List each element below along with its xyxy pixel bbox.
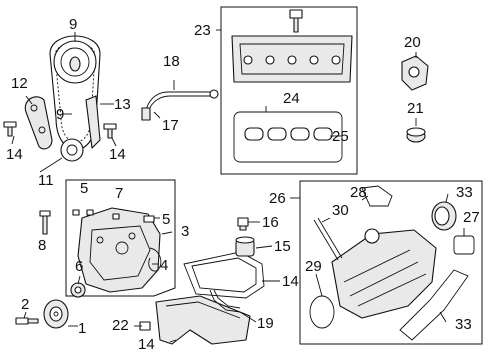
oil-filter-17	[235, 236, 255, 257]
callout-4: 4	[160, 257, 169, 274]
leader-lines	[11, 29, 465, 343]
valve-cover-gasket-26-27	[233, 111, 343, 163]
gasket-29	[453, 235, 475, 255]
pan-gasket-16	[183, 251, 265, 299]
callout-19: 17	[162, 117, 179, 134]
callout-27: 25	[332, 128, 349, 145]
callout-13: 13	[114, 96, 131, 113]
callout-23: 21	[407, 100, 424, 117]
bolt-2	[15, 317, 39, 325]
gasket-30	[361, 185, 393, 207]
callout-7: 7	[115, 185, 124, 202]
pcv-valve	[289, 9, 303, 33]
pickup-tube-21	[209, 289, 241, 313]
callout-22: 20	[404, 34, 421, 51]
bolt-14-right	[103, 123, 117, 139]
bolt-8	[39, 210, 51, 235]
group-box-28	[299, 180, 483, 345]
bolt-14-left	[3, 121, 17, 137]
dowels-5	[72, 209, 120, 220]
valve-cover-25	[231, 35, 353, 83]
chain-guide	[85, 95, 101, 149]
callout-31: 29	[305, 258, 322, 275]
gasket-4	[148, 247, 162, 272]
callout-10: 9	[69, 16, 78, 33]
callout-33-top: 33	[456, 184, 473, 201]
callout-24: 22	[112, 317, 129, 334]
drain-plug-18	[237, 217, 249, 231]
callout-26: 24	[283, 90, 300, 107]
callout-29: 27	[463, 209, 480, 226]
callout-20: 18	[163, 53, 180, 70]
callout-1: 1	[78, 320, 87, 337]
oil-pan-15	[155, 295, 251, 345]
callout-6: 6	[75, 258, 84, 275]
crankshaft-sprocket	[60, 138, 84, 162]
callout-30: 28	[350, 184, 367, 201]
camshaft-sprocket	[53, 40, 97, 84]
callout-28: 26	[269, 190, 286, 207]
gasket-31	[309, 295, 335, 329]
callout-14-right: 14	[109, 146, 126, 163]
throttle-body-33	[431, 201, 457, 231]
callout-2: 2	[21, 296, 30, 313]
bolt-32	[313, 217, 343, 261]
intake-manifold	[331, 228, 437, 319]
group-box-3	[65, 179, 176, 297]
oil-seal-6	[70, 282, 86, 298]
gasket-33	[399, 269, 469, 341]
callout-14-left: 14	[6, 146, 23, 163]
callout-21: 19	[257, 315, 274, 332]
callout-9: 9	[56, 106, 65, 123]
callout-11: 11	[38, 172, 54, 189]
callout-18: 16	[262, 214, 279, 231]
callout-8: 8	[38, 237, 47, 254]
callout-25: 23	[194, 22, 211, 39]
callout-33-bottom: 33	[455, 316, 472, 333]
oil-filter-23	[406, 127, 426, 143]
callout-12: 12	[11, 75, 28, 92]
group-box-25	[220, 6, 358, 175]
callout-16: 14	[282, 273, 299, 290]
oil-filter-adapter-22	[401, 55, 429, 91]
sensor-5	[143, 215, 155, 223]
timing-cover	[77, 207, 161, 293]
callout-5-top: 5	[80, 180, 89, 197]
crank-damper-1	[43, 299, 69, 329]
callout-17: 15	[274, 238, 291, 255]
dipstick-19-20	[141, 89, 219, 121]
callout-3: 3	[181, 223, 190, 240]
callout-32: 30	[332, 202, 349, 219]
callout-5-right: 5	[162, 211, 171, 228]
callout-15: 14	[138, 336, 155, 353]
chain-tensioner-arm	[24, 96, 53, 150]
